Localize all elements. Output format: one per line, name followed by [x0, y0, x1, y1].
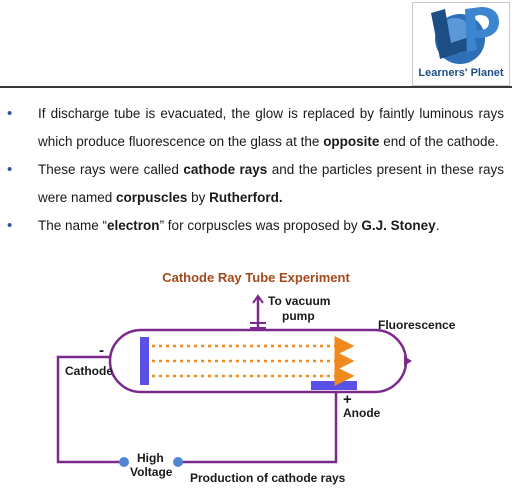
minus-sign: -	[99, 342, 104, 359]
bullet-item-3: • The name “electron” for corpuscles was…	[0, 212, 512, 240]
vacuum-pump-label-line2: pump	[282, 309, 315, 323]
bullet-item-2: • These rays were called cathode rays an…	[0, 156, 512, 212]
plus-sign: +	[343, 391, 352, 408]
bullet-list: • If discharge tube is evacuated, the gl…	[0, 100, 512, 240]
bullet-dot: •	[7, 217, 13, 234]
fluorescence-label: Fluorescence	[378, 318, 456, 332]
bullet-1-bold-opposite: opposite	[323, 134, 380, 149]
anode-label: Anode	[343, 406, 381, 420]
lp-logo-graphic	[431, 7, 499, 64]
bullet-3-bold-electron: electron	[107, 218, 160, 233]
bullet-3-bold-stoney: G.J. Stoney	[361, 218, 436, 233]
high-voltage-label-line1: High	[137, 451, 164, 465]
cathode-rays	[152, 336, 355, 386]
bullet-2-text-a: These rays were called	[38, 162, 184, 177]
diagram-title: Cathode Ray Tube Experiment	[162, 270, 350, 285]
header-divider	[0, 86, 512, 88]
bullet-1-text-a: If discharge tube is evacuated, the glow…	[38, 106, 504, 149]
vacuum-pump-label-line1: To vacuum	[268, 294, 331, 308]
bullet-2-bold-rutherford: Rutherford.	[209, 190, 283, 205]
bullet-1-text-b: end of the cathode.	[379, 134, 499, 149]
logo-brand-text: Learners' Planet	[418, 67, 504, 79]
fluorescence-arrow	[404, 356, 412, 366]
bullet-dot: •	[7, 161, 13, 178]
bullet-3-text-b: ” for corpuscles was proposed by	[159, 218, 362, 233]
high-voltage-label-line2: Voltage	[130, 465, 173, 479]
bullet-dot: •	[7, 105, 13, 122]
circuit-wire	[56, 355, 338, 464]
bullet-2-bold-cathode-rays: cathode rays	[183, 162, 268, 177]
voltage-terminal-right	[173, 457, 183, 467]
cathode-label: Cathode	[65, 364, 113, 378]
voltage-terminal-left	[119, 457, 129, 467]
bullet-2-text-c: by	[187, 190, 210, 205]
diagram-caption: Production of cathode rays	[190, 471, 346, 485]
bullet-item-1: • If discharge tube is evacuated, the gl…	[0, 100, 512, 156]
learners-planet-logo: Learners' Planet	[412, 2, 510, 86]
bullet-2-bold-corpuscles: corpuscles	[116, 190, 188, 205]
bullet-2-text-b: and the particles present in these rays …	[38, 162, 504, 205]
bullet-3-text-c: .	[435, 218, 440, 233]
vacuum-pump-outlet	[250, 294, 266, 330]
bullet-3-text-a: The name “	[38, 218, 108, 233]
anode-plate	[311, 381, 357, 390]
cathode-plate	[140, 337, 149, 385]
